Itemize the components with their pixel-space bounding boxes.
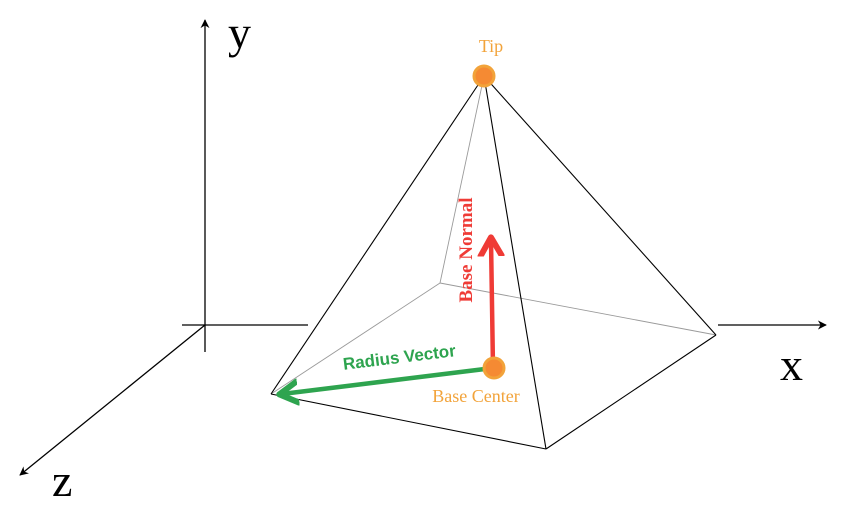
base-edge-front-right bbox=[545, 334, 717, 450]
base-normal-label: Base Normal bbox=[456, 197, 477, 302]
radius-vector-arrow bbox=[282, 365, 496, 394]
base-center-point bbox=[482, 356, 506, 380]
lateral-edge-right bbox=[483, 75, 717, 336]
z-axis-label: z bbox=[52, 455, 72, 506]
coordinate-axes bbox=[19, 19, 827, 476]
base-normal-arrow bbox=[491, 240, 493, 371]
radius-vector-label: Radius Vector bbox=[342, 341, 457, 374]
lateral-edge-front bbox=[483, 75, 547, 450]
hidden-lateral-edge-back bbox=[439, 75, 485, 284]
base-center-label: Base Center bbox=[432, 386, 519, 406]
hidden-base-edge-back-right bbox=[439, 282, 717, 336]
z-axis bbox=[19, 324, 206, 476]
lateral-edge-left bbox=[270, 75, 485, 395]
y-axis-label: y bbox=[228, 7, 251, 58]
hidden-base-edge-back-left bbox=[270, 282, 441, 395]
pyramid-hidden-edges bbox=[270, 75, 717, 395]
tip-point bbox=[472, 64, 496, 88]
pyramid-visible-edges bbox=[270, 75, 717, 450]
tip-label: Tip bbox=[479, 36, 503, 56]
x-axis-label: x bbox=[780, 339, 803, 390]
base-edge-front-left bbox=[270, 393, 547, 450]
